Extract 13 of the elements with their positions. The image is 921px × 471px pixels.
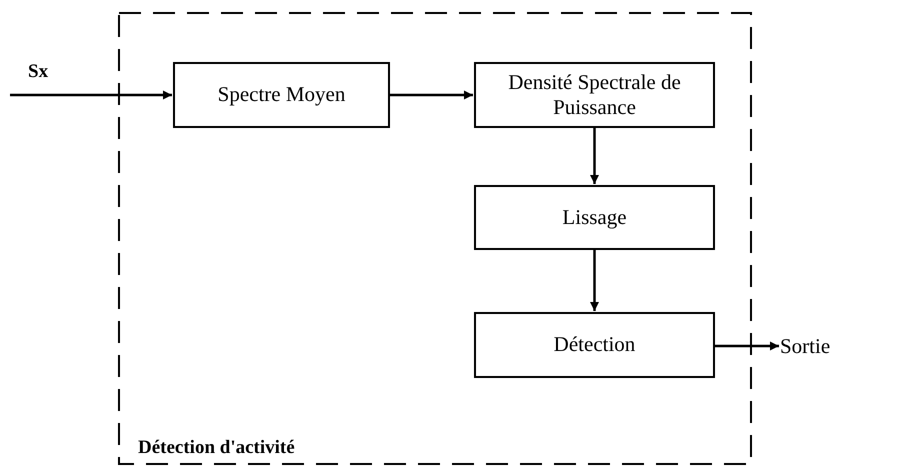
arrow	[10, 90, 172, 100]
process-box: Spectre Moyen	[173, 62, 390, 128]
process-box: Densité Spectrale de Puissance	[474, 62, 715, 128]
output-label: Sortie	[780, 328, 900, 364]
dashed-group-frame	[118, 12, 752, 465]
arrow	[590, 250, 599, 311]
edge-label: Sx	[28, 61, 48, 83]
group-title: Détection d'activité	[138, 437, 295, 459]
arrow	[590, 128, 599, 184]
process-box: Lissage	[474, 185, 715, 250]
arrow	[390, 90, 473, 100]
arrow	[715, 342, 779, 350]
process-box: Détection	[474, 312, 715, 378]
